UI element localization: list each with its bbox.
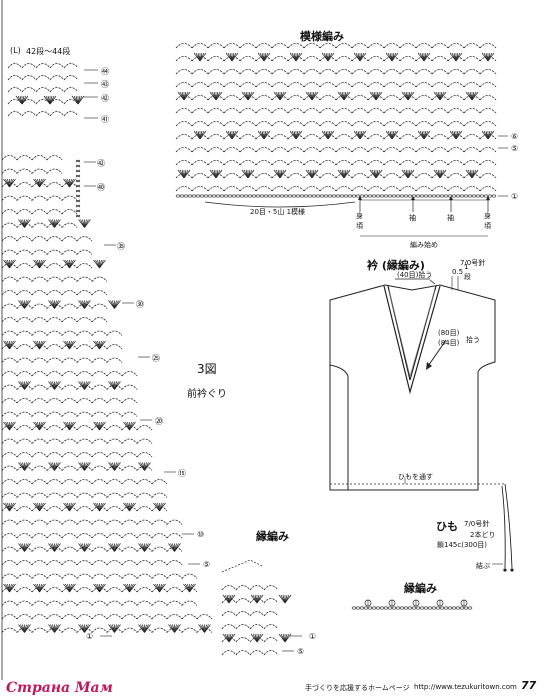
row-number: ㊶ (101, 115, 109, 124)
row-number: ㊵ (97, 183, 105, 192)
string-pass-label: ひもを通す (398, 473, 433, 481)
footer-url[interactable]: http://www.tezukuritown.com (414, 683, 517, 691)
row-number: ㊷ (101, 94, 109, 103)
collar-pick-top: (40目)拾う (397, 271, 433, 279)
row-number: ⑤ (297, 647, 305, 656)
marker-label: 袖 (409, 214, 416, 222)
row-number: ⑤ (203, 560, 211, 569)
edge-title-bottom: 縁編み (256, 530, 289, 543)
himo-hook: 7/0号針 (464, 520, 490, 528)
row-number: ㉚ (136, 300, 144, 309)
vest-schematic (329, 276, 514, 572)
marker-label: 身頃 (356, 212, 363, 230)
size-label: (L) (10, 46, 21, 55)
tie-label: 結ぶ (476, 562, 490, 570)
row-number: ① (86, 632, 94, 641)
footer-slogan: 手づくりを応援するホームページ (305, 684, 410, 692)
marker-label: 袖 (447, 214, 454, 222)
collar-rows-word: 段 (464, 273, 471, 281)
v-neck-outer (383, 285, 441, 395)
row-number: ㉕ (152, 354, 160, 363)
vest-outline (329, 284, 496, 491)
collar-pick-side-1: (80目) (438, 329, 460, 337)
figure-caption: 前衿ぐり (187, 389, 227, 400)
tie-string-a (504, 483, 513, 569)
row-number: ㊹ (101, 67, 109, 76)
row-number: ㉟ (117, 242, 125, 251)
figure-label: 3図 (197, 362, 217, 376)
himo-strands: 2本どり (470, 531, 496, 539)
collar-pick-side-3: 拾う (466, 336, 480, 344)
collar-title: 衿 (縁編み) (367, 259, 425, 272)
row-number: ⑮ (178, 469, 186, 478)
watermark: Страна Мам (6, 680, 113, 696)
row-number: ⑩ (197, 530, 205, 539)
pattern-title: 模様編み (300, 30, 344, 43)
row-number: ㊷ (97, 159, 105, 168)
v-neck-trim (388, 289, 436, 378)
himo-length: 鎖145c(300目) (437, 541, 488, 549)
main-row-number: ⑥ (511, 132, 519, 141)
page-number: 77 (521, 679, 537, 692)
collar-rows: 0.5 (452, 268, 464, 276)
marker-label: 身頃 (484, 212, 491, 230)
start-label: 編み始め (410, 241, 438, 249)
vest-left-armhole (329, 300, 349, 490)
row-number: ㊸ (101, 80, 109, 89)
main-pattern-chart (175, 43, 508, 237)
edge-title-right: 縁編み (404, 582, 437, 595)
collar-pick-side-2: (84目) (438, 339, 460, 347)
row-number: ⑳ (155, 417, 163, 426)
repeat-label: 20目・5山 1模様 (250, 208, 306, 216)
size-rows: 42段〜44段 (26, 47, 71, 56)
edge-pattern-chart-right (351, 599, 473, 610)
collar-hook: 7/0号針 (460, 259, 486, 267)
main-row-number: ① (511, 192, 519, 201)
tie-string-b (501, 485, 506, 569)
collar-rows-unit: 1 (464, 263, 469, 271)
row-number: ① (309, 632, 317, 641)
left-top-chart (7, 63, 98, 119)
himo-title: ひも (436, 520, 458, 533)
front-neckline-chart (1, 155, 302, 656)
main-row-number: ⑤ (511, 144, 519, 153)
pickup-direction-arrow (427, 339, 447, 367)
